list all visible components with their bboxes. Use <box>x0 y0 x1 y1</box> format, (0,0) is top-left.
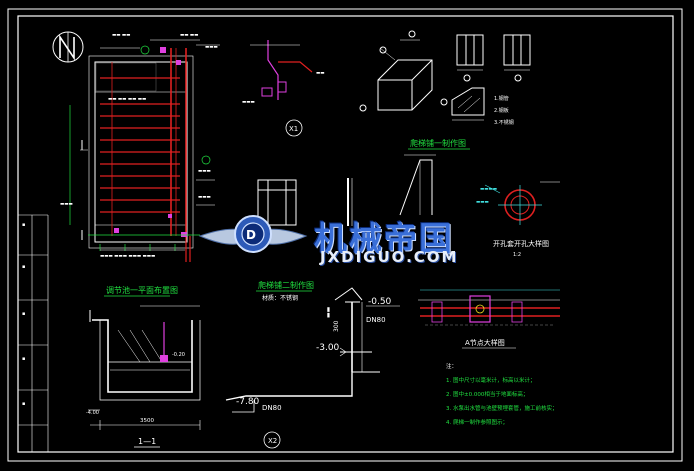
detail-a-title: A节点大样图 <box>465 338 505 347</box>
svg-text:▬▬ ▬▬: ▬▬ ▬▬ <box>112 33 130 38</box>
level-minus-300: -3.00 <box>316 343 340 353</box>
title-strip <box>18 214 49 452</box>
plan-title: 调节池一平面布置图 <box>106 285 178 295</box>
svg-text:▬▬▬ ▬▬▬ ▬▬▬ ▬▬▬: ▬▬▬ ▬▬▬ ▬▬▬ ▬▬▬ <box>100 254 155 259</box>
wall-section <box>225 287 380 449</box>
svg-text:▬▬ ▬▬: ▬▬ ▬▬ <box>180 33 198 38</box>
svg-text:▪: ▪ <box>22 222 25 228</box>
detail-x1-label: X1 <box>289 125 298 133</box>
watermark-cn: 机械帝国 <box>314 219 454 258</box>
pipe-dn80-label-b: DN80 <box>262 404 282 412</box>
svg-text:4. 爬梯一制作参照图示；: 4. 爬梯一制作参照图示； <box>446 418 508 426</box>
level-minus-780: -7.80 <box>236 397 260 407</box>
dim-300: 300 <box>333 320 340 332</box>
svg-text:▪: ▪ <box>22 264 25 270</box>
plan-magenta-marks <box>114 47 187 237</box>
stair2-title: 爬梯铺二制作图 <box>258 280 314 290</box>
dim-300-b: ▬▬ <box>325 306 332 318</box>
section-1-1 <box>88 305 201 430</box>
svg-text:1.钢管: 1.钢管 <box>494 95 509 102</box>
stair1-box-iso <box>359 30 433 112</box>
svg-text:注：: 注： <box>446 362 457 370</box>
title-strip-texts: ▪ ▪ ▪ ▪ ▪ <box>22 222 25 407</box>
svg-text:▬▬▬: ▬▬▬ <box>242 100 255 105</box>
plan-green-dims <box>69 45 211 251</box>
notes-block: 注： 1. 图中尺寸以毫米计，标高以米计； 2. 图中±0.000相当于地面标高… <box>446 362 558 426</box>
stair1-title: 爬梯铺一制作图 <box>410 138 466 148</box>
hole-ring-detail: ▬▬▬▬ ▬▬▬ <box>476 181 560 225</box>
plan-small-text: ▬▬ ▬▬ ▬▬ ▬▬ ▬▬▬ ▬▬ ▬▬ ▬▬ ▬▬ ▬▬▬ ▬▬▬ ▬▬▬ ▬▬… <box>60 33 218 259</box>
stair2-material: 材质：不锈钢 <box>262 294 298 302</box>
watermark-en: JXDIGUO.COM <box>320 248 459 266</box>
svg-text:▪: ▪ <box>22 401 25 407</box>
level-minus-050: -0.50 <box>368 297 392 307</box>
north-arrow-icon <box>52 31 84 63</box>
watermark: 机械帝国 JXDIGUO.COM <box>212 208 497 268</box>
pipe-dn80-label: DN80 <box>366 316 386 324</box>
plan-white-dims <box>80 39 220 251</box>
stair-rungs <box>100 77 180 213</box>
stair1-sections <box>440 34 531 121</box>
svg-text:▬▬: ▬▬ <box>316 71 325 76</box>
stair1-labels: 1.钢管 2.钢板 3.不锈钢 <box>494 95 514 126</box>
svg-text:1. 图中尺寸以毫米计，标高以米计；: 1. 图中尺寸以毫米计，标高以米计； <box>446 376 536 384</box>
svg-text:▬▬▬: ▬▬▬ <box>205 45 218 50</box>
svg-text:D: D <box>246 228 256 242</box>
stair2-drawing <box>257 154 436 226</box>
svg-text:▬▬▬▬: ▬▬▬▬ <box>480 187 497 192</box>
svg-text:▪: ▪ <box>22 311 25 317</box>
svg-text:2. 图中±0.000相当于地面标高；: 2. 图中±0.000相当于地面标高； <box>446 390 528 398</box>
section-level-b: -4.00 <box>86 410 99 416</box>
riser-detail-x1: X1 ▬▬▬ ▬▬ <box>242 40 325 137</box>
svg-text:▬▬▬: ▬▬▬ <box>476 200 489 205</box>
svg-text:▬▬▬: ▬▬▬ <box>198 169 211 174</box>
svg-text:▬▬▬: ▬▬▬ <box>198 195 211 200</box>
outer-frame <box>7 8 683 462</box>
svg-text:2.钢板: 2.钢板 <box>494 107 509 114</box>
vertical-pipes <box>111 48 191 262</box>
svg-text:▬▬▬: ▬▬▬ <box>60 202 73 207</box>
section-level-a: -0.20 <box>172 352 185 358</box>
section-markers <box>81 140 91 322</box>
svg-text:▪: ▪ <box>22 356 25 362</box>
svg-text:3. 水泵出水管与池壁预埋套管，施工前核实；: 3. 水泵出水管与池壁预埋套管，施工前核实； <box>446 404 558 412</box>
hole-detail-title: 开孔套开孔大样图 <box>493 239 549 248</box>
svg-text:3.不锈钢: 3.不锈钢 <box>494 119 514 126</box>
svg-text:▬▬ ▬▬ ▬▬ ▬▬: ▬▬ ▬▬ ▬▬ ▬▬ <box>108 97 146 102</box>
detail-x2-label: X2 <box>268 437 277 445</box>
dim-3500: 3500 <box>140 418 154 424</box>
hole-detail-scale: 1:2 <box>513 252 521 258</box>
inner-frame <box>17 15 674 453</box>
detail-a <box>418 289 560 326</box>
brand-logo-icon: D <box>198 215 308 253</box>
section-title: 1—1 <box>138 437 156 446</box>
